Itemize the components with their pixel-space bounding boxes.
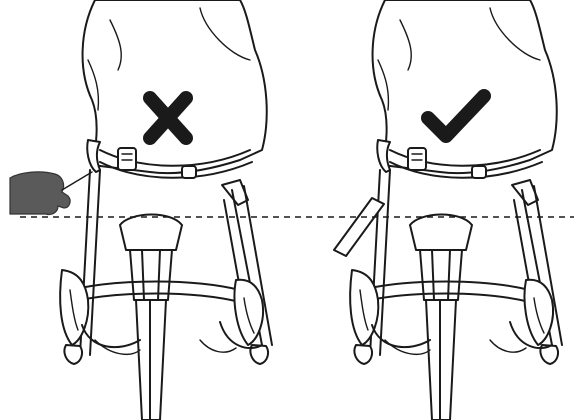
panel-correct bbox=[333, 0, 563, 420]
cross-icon bbox=[143, 91, 193, 145]
glove-icon bbox=[9, 171, 71, 216]
panel-incorrect bbox=[9, 0, 273, 420]
checkmark-icon bbox=[421, 89, 491, 143]
